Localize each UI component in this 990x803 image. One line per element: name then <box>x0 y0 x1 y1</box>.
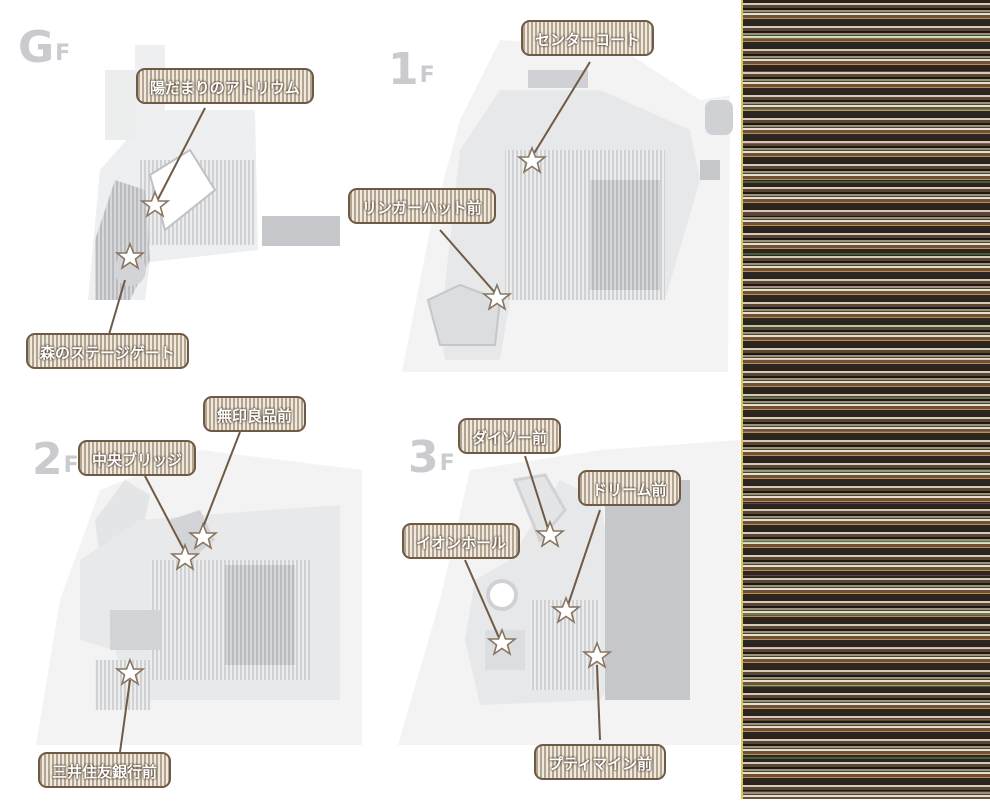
spot-1f-center-court[interactable]: センターコート <box>521 20 655 56</box>
spot-1f-ringer-hut[interactable]: リンガーハット前 <box>348 188 496 224</box>
spot-gf-atrium[interactable]: 陽だまりのアトリウム <box>136 68 314 104</box>
floor-suffix: F <box>55 41 71 66</box>
star-icon <box>169 542 201 571</box>
floor-number: 3 <box>408 432 439 483</box>
star-icon <box>139 189 171 218</box>
leader-lines <box>107 61 601 753</box>
floor-suffix: F <box>439 451 455 476</box>
venue-photo <box>742 0 990 799</box>
floor-label-1f: 1F <box>388 48 435 92</box>
spot-2f-central-bridge[interactable]: 中央ブリッジ <box>78 440 197 476</box>
2f-map <box>36 450 362 745</box>
star-icon <box>516 145 548 174</box>
floor-number: G <box>18 22 55 73</box>
photo-divider <box>741 0 743 799</box>
gf-map <box>88 45 340 300</box>
star-icon <box>481 282 513 311</box>
spot-3f-pretty-main[interactable]: プティマイン前 <box>534 744 667 780</box>
venue-photo-tint <box>742 0 990 799</box>
star-icon <box>486 627 518 656</box>
spot-3f-dream[interactable]: ドリーム前 <box>578 470 681 506</box>
star-icon <box>114 657 146 686</box>
spot-3f-aeon-hall[interactable]: イオンホール <box>402 523 521 559</box>
star-icon <box>534 519 566 548</box>
star-icon <box>581 640 613 669</box>
floor-number: 2 <box>32 434 63 485</box>
spot-gf-forest-stage-gate[interactable]: 森のステージゲート <box>26 333 189 369</box>
3f-map <box>398 440 740 745</box>
floor-label-2f: 2F <box>32 438 79 482</box>
spot-3f-daiso[interactable]: ダイソー前 <box>458 418 562 454</box>
star-icon <box>550 595 582 624</box>
star-icon <box>114 241 146 270</box>
spot-2f-smbc[interactable]: 三井住友銀行前 <box>38 752 172 788</box>
floor-number: 1 <box>388 44 419 95</box>
floor-suffix: F <box>419 63 435 88</box>
star-icon <box>187 521 219 550</box>
markers <box>114 145 613 686</box>
floor-label-gf: GF <box>18 26 70 70</box>
floor-suffix: F <box>63 453 79 478</box>
1f-map <box>402 40 733 372</box>
spot-2f-muji[interactable]: 無印良品前 <box>203 396 307 432</box>
floor-label-3f: 3F <box>408 436 455 480</box>
